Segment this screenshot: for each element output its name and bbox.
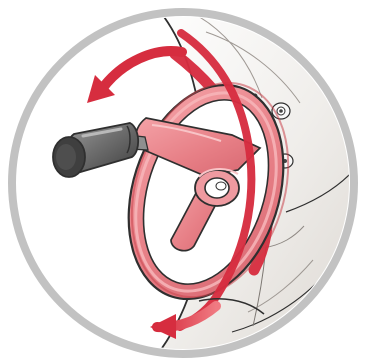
- handwheel-diagram: [0, 0, 366, 360]
- instruction-illustration: [0, 0, 366, 360]
